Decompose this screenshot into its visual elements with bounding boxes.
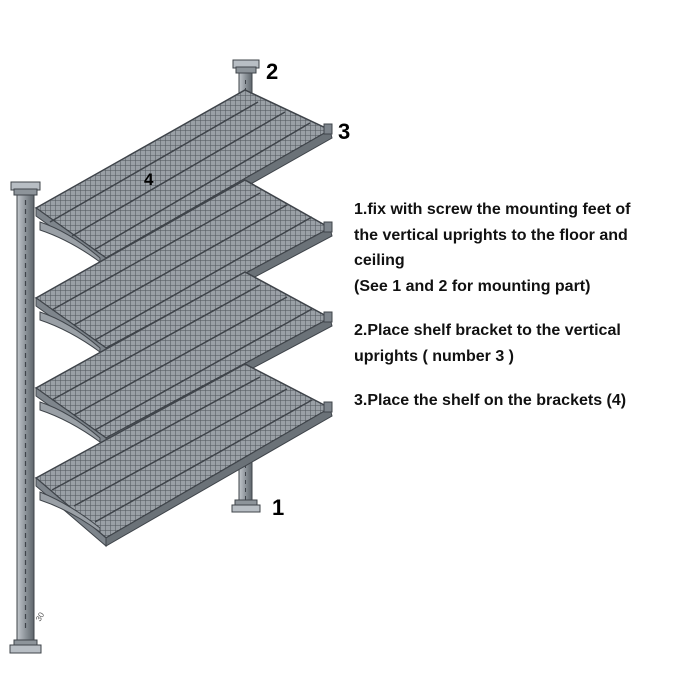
bracket-end (323, 123, 333, 413)
step-1-line: (See 1 and 2 for mounting part) (354, 277, 591, 295)
instruction-step-2: 2.Place shelf bracket to the vertical up… (354, 318, 694, 369)
callout-4: 4 (144, 170, 154, 189)
front-upright-top-foot (10, 181, 41, 196)
step-1-line: the vertical uprights to the floor and (354, 226, 628, 244)
step-2-line: 2.Place shelf bracket to the vertical (354, 322, 621, 339)
step-1-line: ceiling (354, 252, 405, 269)
assembly-instructions: 1.fix with screw the mounting feet of th… (354, 197, 694, 433)
ceiling-mounting-foot (232, 59, 260, 74)
instruction-step-3: 3.Place the shelf on the brackets (4) (354, 388, 694, 414)
callout-2: 2 (266, 59, 279, 84)
instruction-step-1: 1.fix with screw the mounting feet of th… (354, 197, 694, 299)
callout-1: 1 (272, 495, 285, 520)
upright-marking: 30 (34, 610, 47, 623)
step-3-line: 3.Place the shelf on the brackets (4) (354, 392, 627, 409)
floor-mounting-foot (231, 499, 261, 513)
shelf-4 (34, 363, 333, 548)
step-1-line: 1.fix with screw the mounting feet of (354, 201, 631, 218)
step-2-line: uprights ( number 3 ) (354, 347, 514, 365)
front-upright-bottom-foot (9, 639, 42, 654)
callout-3: 3 (338, 119, 351, 144)
front-upright (16, 191, 35, 643)
